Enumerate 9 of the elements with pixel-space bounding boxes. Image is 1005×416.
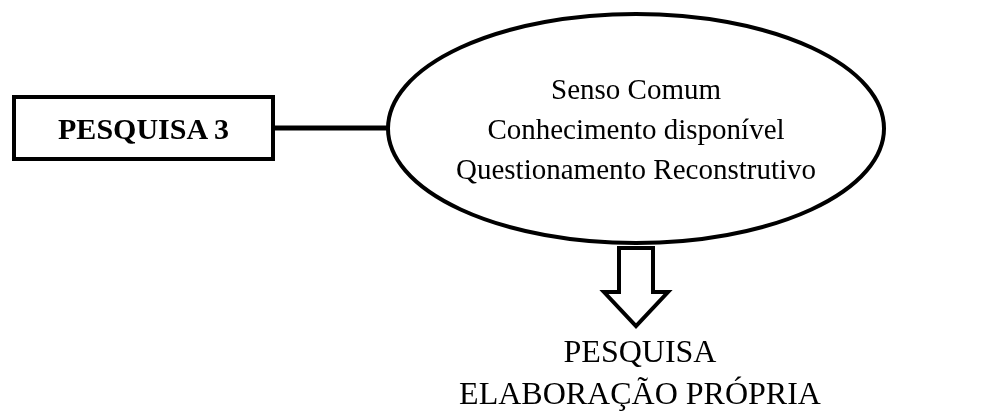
- box-label: PESQUISA 3: [58, 110, 229, 146]
- result-text: PESQUISA: [563, 332, 717, 371]
- block-arrow: [599, 246, 673, 329]
- connector-line: [275, 125, 388, 131]
- label-box: [12, 95, 275, 161]
- ellipse-text-line: Questionamento Reconstrutivo: [456, 151, 816, 187]
- ellipse-text-line: Senso Comum: [551, 71, 721, 107]
- result-text: ELABORAÇÃO PRÓPRIA: [459, 374, 821, 413]
- ellipse-text-line: Conhecimento disponível: [487, 111, 785, 147]
